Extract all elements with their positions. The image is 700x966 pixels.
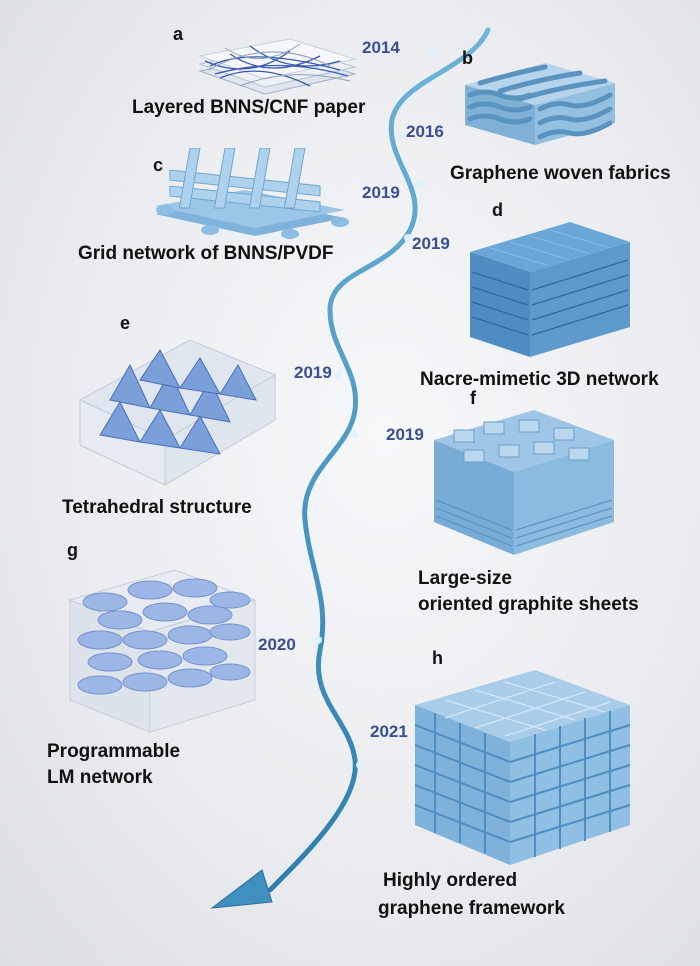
arrow-head-icon	[210, 869, 273, 909]
panel-caption: Layered BNNS/CNF paper	[132, 97, 366, 118]
panel-caption: Large-size	[418, 568, 512, 589]
panel-letter: c	[153, 155, 164, 175]
year-label: 2016	[406, 122, 444, 141]
panel-caption: Graphene woven fabrics	[450, 163, 671, 184]
nacre-network-illustration	[470, 222, 630, 357]
panel-caption: Highly ordered	[383, 870, 518, 891]
panel-caption: Grid network of BNNS/PVDF	[78, 243, 334, 264]
year-label: 2019	[294, 363, 332, 382]
panel-caption: Programmable	[47, 741, 181, 762]
grid-network-illustration	[155, 148, 349, 239]
panel-letter: d	[492, 200, 503, 220]
panel-letter: g	[67, 540, 78, 560]
panel-letter: b	[462, 48, 473, 68]
panel-letter: e	[120, 313, 131, 333]
graphene-framework-illustration	[414, 670, 631, 865]
tetrahedral-illustration	[78, 339, 277, 486]
panel-caption: Tetrahedral structure	[62, 497, 252, 518]
panel-letter: h	[432, 648, 443, 668]
panel-caption: Nacre-mimetic 3D network	[420, 369, 659, 390]
year-label: 2019	[362, 183, 400, 202]
year-label: 2019	[412, 234, 450, 253]
panel-letter: a	[173, 24, 184, 44]
panel-caption: graphene framework	[378, 898, 565, 919]
graphite-sheets-illustration	[434, 410, 614, 555]
year-label: 2019	[386, 425, 424, 444]
year-label: 2014	[362, 38, 400, 57]
panel-letter: f	[470, 388, 476, 408]
lm-network-illustration	[68, 569, 257, 733]
panel-caption: LM network	[47, 767, 153, 788]
year-label: 2020	[258, 635, 296, 654]
year-label: 2021	[370, 722, 408, 741]
layered-paper-illustration	[198, 38, 357, 95]
woven-fabric-illustration	[465, 63, 615, 145]
timeline-curve	[267, 27, 491, 893]
panel-caption: oriented graphite sheets	[418, 594, 639, 615]
